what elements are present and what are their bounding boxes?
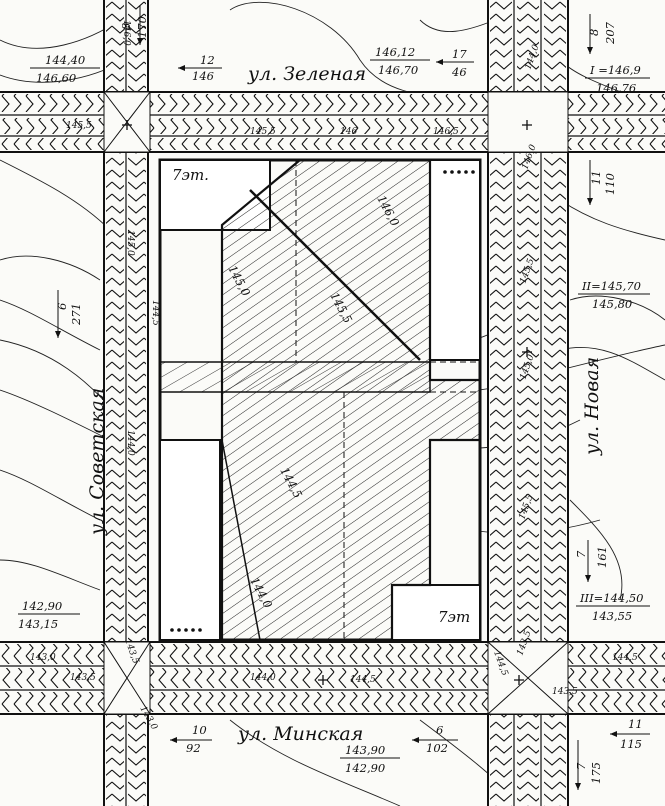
slope-arrow: 11 115 xyxy=(610,717,650,751)
road-tag: 145,5 xyxy=(66,121,92,131)
svg-text:10: 10 xyxy=(192,723,207,737)
svg-text:143,55: 143,55 xyxy=(592,609,632,623)
graded-area xyxy=(159,158,482,642)
slope-arrow: 6 102 xyxy=(412,723,458,755)
svg-text:142,90: 142,90 xyxy=(22,599,62,613)
elevation-callout: I =146,9 146,76 xyxy=(585,63,650,95)
svg-text:146: 146 xyxy=(192,69,214,83)
road-tag: 146,0 xyxy=(121,20,131,46)
road-tag: 143,5 xyxy=(70,673,96,683)
svg-text:8: 8 xyxy=(587,29,601,36)
slope-arrow: 10 92 xyxy=(170,723,212,755)
slope-arrow: 11 110 xyxy=(587,160,617,205)
svg-text:II=145,70: II=145,70 xyxy=(581,279,641,293)
svg-text:17: 17 xyxy=(452,47,467,61)
slope-arrow: 12 146 xyxy=(178,53,222,83)
slope-arrows: 12 146 17 46 8 207 11 110 6 271 xyxy=(55,5,650,790)
svg-text:115: 115 xyxy=(620,737,642,751)
elevation-callout: 146,12 146,70 xyxy=(370,45,430,77)
street-label-novaya: ул. Новая xyxy=(581,357,603,456)
road-tag: 146 xyxy=(340,127,357,137)
svg-text:271: 271 xyxy=(69,303,83,326)
node-markers xyxy=(122,120,532,685)
slope-arrow: 8 170 xyxy=(119,5,149,45)
svg-text:146,60: 146,60 xyxy=(36,71,76,85)
svg-text:8: 8 xyxy=(119,23,133,30)
elevation-callout: 143,90 142,90 xyxy=(340,743,400,775)
slope-arrow: 8 207 xyxy=(587,14,617,54)
svg-text:11: 11 xyxy=(628,717,643,731)
street-label-zelenaya: ул. Зеленая xyxy=(247,63,366,85)
road-tag: 144,5 xyxy=(150,300,160,326)
svg-text:207: 207 xyxy=(603,21,617,45)
slope-arrow: 7 161 xyxy=(574,540,609,582)
road-tag: 143,5 xyxy=(552,687,578,697)
road-tag: 144,0 xyxy=(250,673,276,683)
svg-text:144,40: 144,40 xyxy=(45,53,85,67)
slope-arrow: 17 46 xyxy=(436,47,474,79)
svg-text:145,80: 145,80 xyxy=(592,297,632,311)
elevation-callout: 142,90 143,15 xyxy=(18,599,80,631)
svg-text:7: 7 xyxy=(574,550,588,558)
slope-arrow: 7 175 xyxy=(574,740,603,790)
building-label-a: 7эт. xyxy=(172,166,209,184)
retaining-dots xyxy=(170,170,475,632)
road-tag: 143,0 xyxy=(30,653,56,663)
road-tag: 144,0 xyxy=(125,430,135,456)
elevation-callout: II=145,70 145,80 xyxy=(578,279,650,311)
road-tag: 144,5 xyxy=(350,675,376,685)
svg-text:102: 102 xyxy=(426,741,448,755)
road-tag: 145,5 xyxy=(250,127,276,137)
street-label-sovetskaya: ул. Советская xyxy=(86,388,108,536)
svg-text:110: 110 xyxy=(603,173,617,195)
svg-text:11: 11 xyxy=(589,170,603,185)
road-tag: 146,5 xyxy=(433,127,459,137)
svg-text:146,76: 146,76 xyxy=(596,81,636,95)
svg-text:143,15: 143,15 xyxy=(18,617,58,631)
svg-text:175: 175 xyxy=(589,762,603,784)
svg-text:I =146,9: I =146,9 xyxy=(589,63,641,77)
svg-text:7: 7 xyxy=(574,762,588,770)
svg-text:143,90: 143,90 xyxy=(345,743,385,757)
svg-text:161: 161 xyxy=(595,546,609,568)
svg-text:III=144,50: III=144,50 xyxy=(579,591,644,605)
svg-text:170: 170 xyxy=(135,16,149,38)
svg-text:92: 92 xyxy=(186,741,201,755)
road-tag: 145,0 xyxy=(125,230,135,256)
buildings xyxy=(159,159,481,641)
elevation-callout: 144,40 146,60 xyxy=(30,53,100,85)
svg-text:6: 6 xyxy=(436,723,443,737)
svg-text:6: 6 xyxy=(55,303,69,310)
svg-text:146,70: 146,70 xyxy=(378,63,418,77)
street-label-minskaya: ул. Минская xyxy=(237,723,363,745)
road-tag: 144,5 xyxy=(612,653,638,663)
elevation-callouts: 144,40 146,60 146,12 146,70 I =146,9 146… xyxy=(18,45,650,775)
svg-text:146,12: 146,12 xyxy=(375,45,415,59)
slope-arrow: 6 271 xyxy=(55,290,83,338)
svg-text:12: 12 xyxy=(200,53,215,67)
svg-text:46: 46 xyxy=(451,65,467,79)
svg-text:142,90: 142,90 xyxy=(345,761,385,775)
elevation-callout: III=144,50 143,55 xyxy=(576,591,650,623)
building-label-b: 7эт xyxy=(438,608,470,626)
